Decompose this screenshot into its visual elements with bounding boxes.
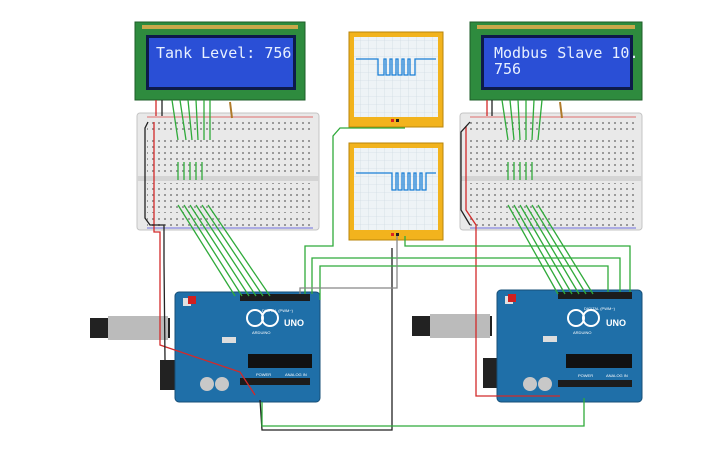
arduino-right-analog-label: ANALOG IN [606, 373, 628, 378]
oscilloscope-bottom [348, 142, 444, 241]
arduino-right-power-label: POWER [578, 373, 593, 378]
arduino-uno-left: UNO ARDUINO DIGITAL (PWM~) POWER ANALOG … [90, 291, 321, 403]
arduino-left-brand: ARDUINO [252, 330, 270, 335]
arduino-right-model: UNO [606, 318, 626, 328]
arduino-left-digital-label: DIGITAL (PWM~) [262, 308, 294, 313]
lcd-right-line1: Modbus Slave 10. [494, 44, 639, 62]
lcd-display-right: Modbus Slave 10. 756 [469, 21, 643, 101]
breadboard-left [136, 112, 320, 231]
lcd-left-line1: Tank Level: 756 [156, 44, 291, 62]
lcd-display-left: Tank Level: 756 [134, 21, 306, 101]
arduino-uno-right: UNO ARDUINO DIGITAL (PWM~) POWER ANALOG … [412, 289, 643, 403]
arduino-left-power-label: POWER [256, 372, 271, 377]
arduino-right-brand: ARDUINO [573, 330, 591, 335]
lcd-right-line2: 756 [494, 60, 521, 78]
breadboard-right [459, 112, 643, 231]
oscilloscope-top [348, 31, 444, 128]
arduino-left-model: UNO [284, 318, 304, 328]
wires [144, 99, 631, 431]
arduino-right-digital-label: DIGITAL (PWM~) [584, 306, 616, 311]
arduino-left-analog-label: ANALOG IN [285, 372, 307, 377]
